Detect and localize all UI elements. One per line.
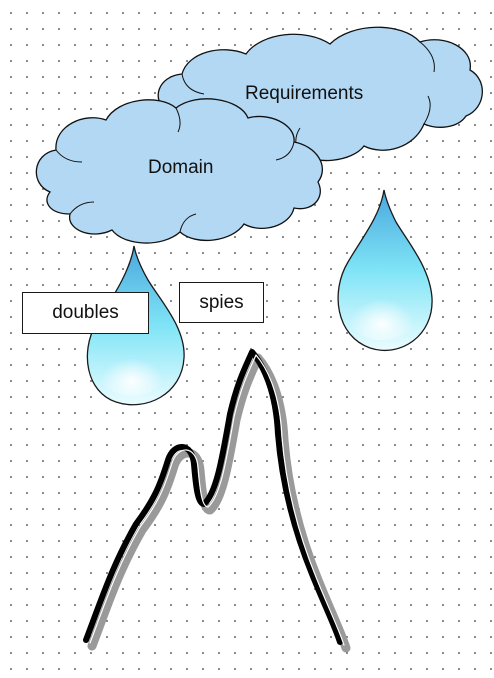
right-water-drop-shine (346, 284, 418, 340)
doubles-box: doubles (22, 292, 149, 334)
domain-cloud-inner-line (55, 107, 295, 233)
spies-label: spies (199, 291, 244, 313)
domain-label: Domain (148, 157, 214, 178)
spies-box: spies (179, 282, 264, 323)
left-water-drop-shine (98, 344, 166, 396)
requirements-label: Requirements (245, 83, 364, 104)
doubles-label: doubles (52, 302, 119, 323)
mountain-outline (83, 349, 343, 645)
mountain-outline-highlight (89, 354, 345, 646)
domain-cloud (35, 98, 323, 244)
mountain-outline-shadow (87, 353, 351, 653)
requirements-cloud-inner-line (181, 41, 435, 153)
